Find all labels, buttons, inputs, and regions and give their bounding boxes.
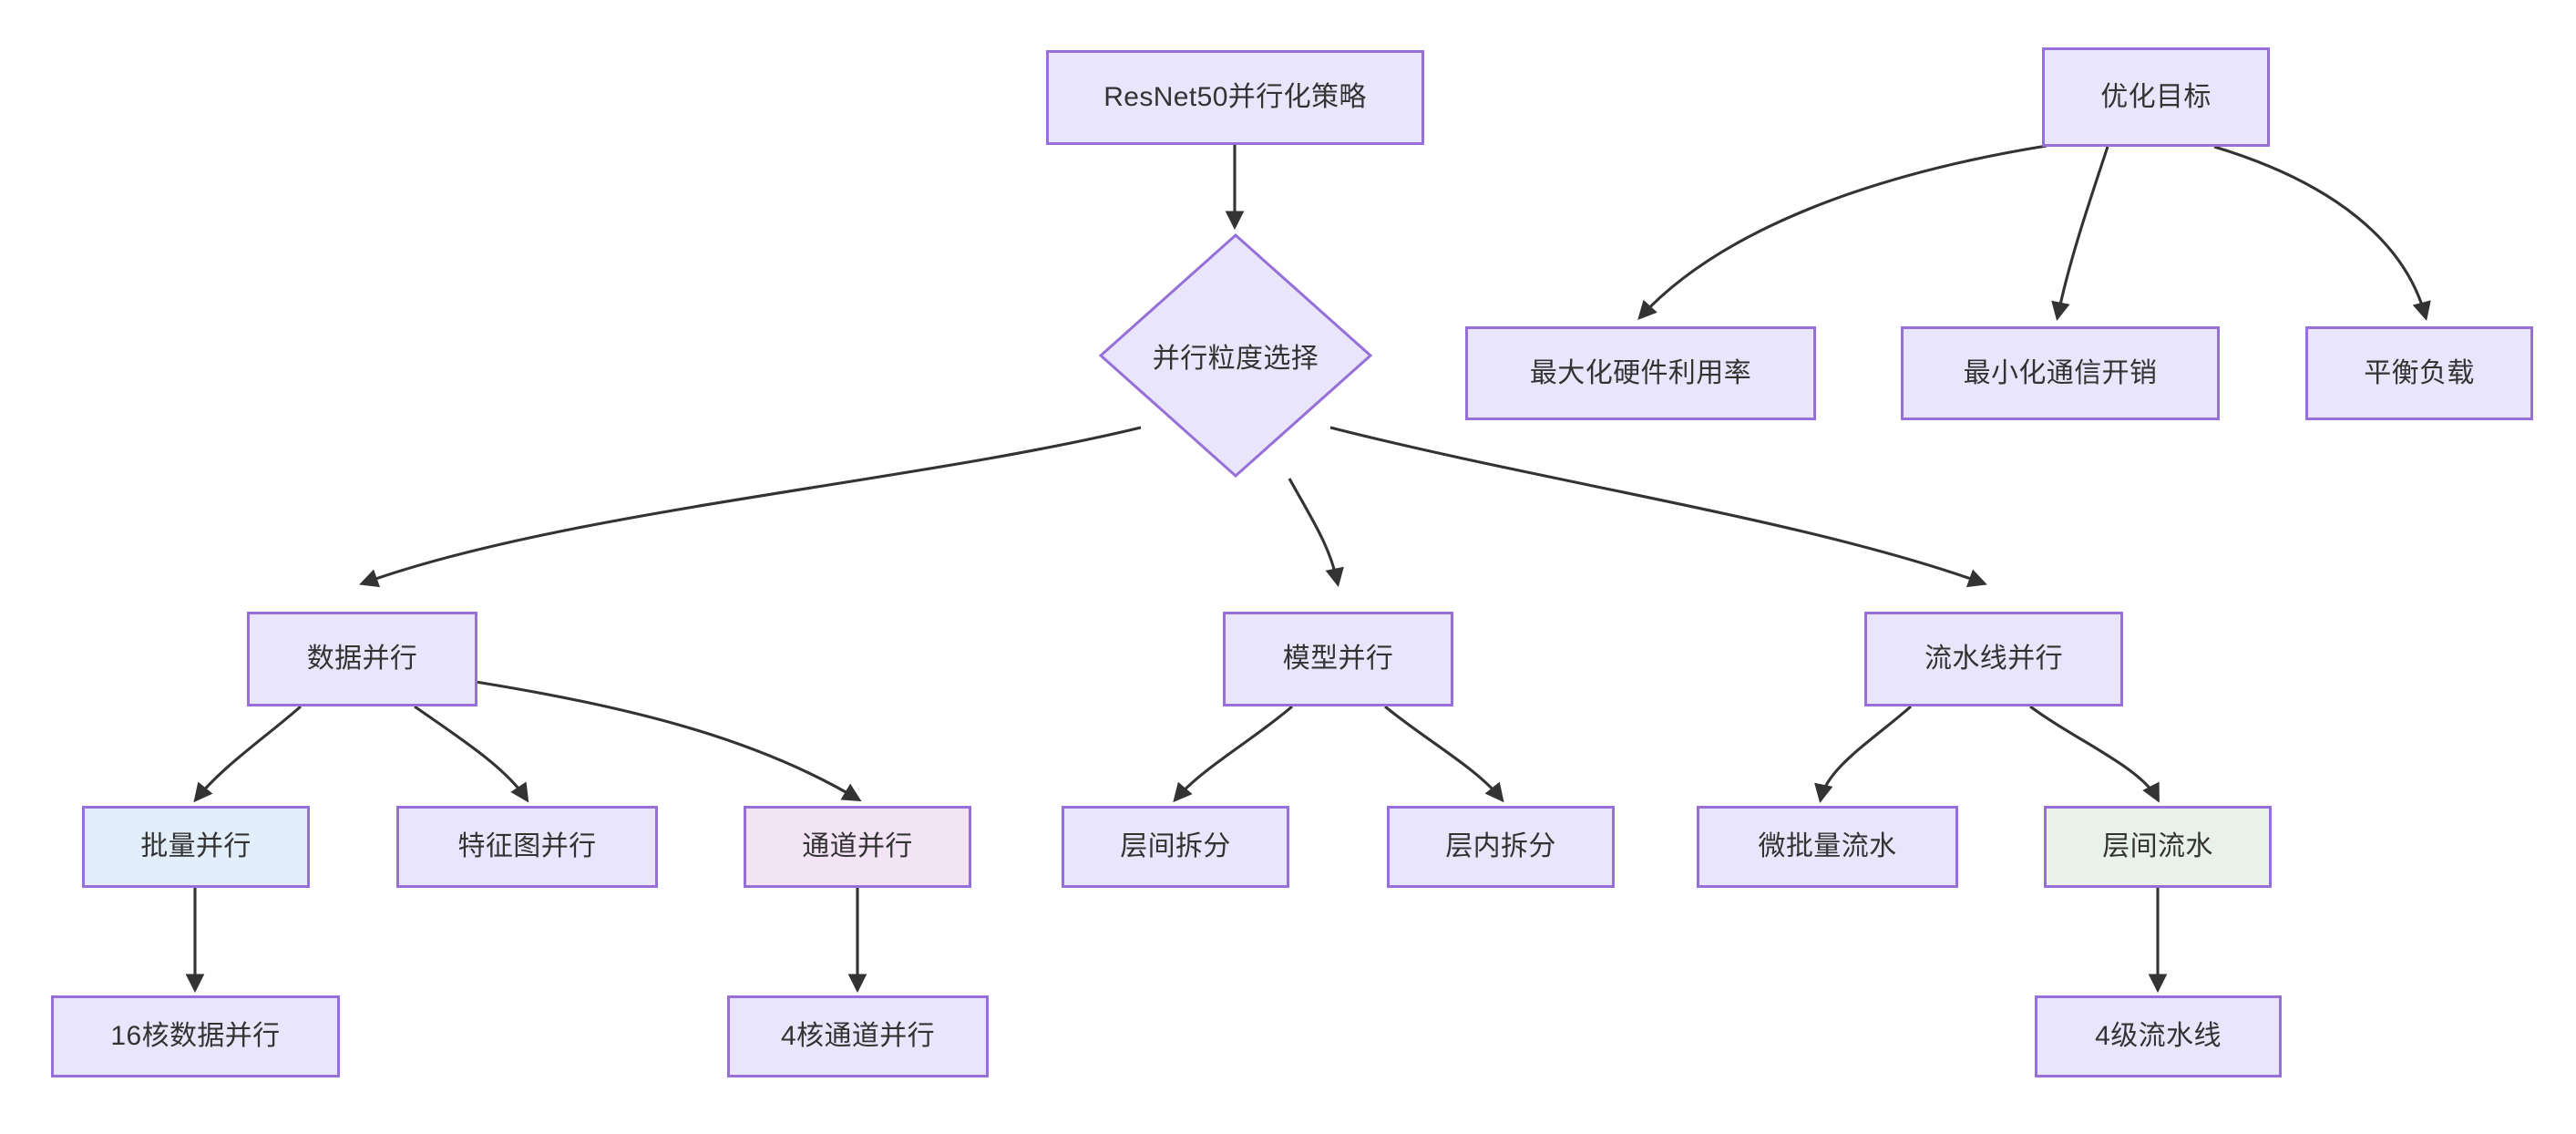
node-inter-split[interactable]: 层间拆分 (1062, 806, 1289, 888)
edge-data-par-to-fmap-par (414, 705, 529, 803)
node-data-par[interactable]: 数据并行 (247, 612, 477, 706)
edge-granularity-to-model-par (1288, 478, 1344, 588)
node-chan-par-label: 通道并行 (802, 831, 913, 862)
node-leaf-16core-label: 16核数据并行 (110, 1021, 281, 1052)
node-batch-par-label: 批量并行 (140, 831, 251, 862)
node-leaf-16core[interactable]: 16核数据并行 (51, 995, 340, 1077)
node-goal-hw-label: 最大化硬件利用率 (1529, 357, 1752, 388)
node-model-par-label: 模型并行 (1282, 644, 1394, 675)
node-inter-split-label: 层间拆分 (1120, 831, 1231, 862)
node-leaf-4chan-label: 4核通道并行 (780, 1021, 936, 1052)
node-leaf-4chan[interactable]: 4核通道并行 (727, 995, 989, 1077)
node-model-par[interactable]: 模型并行 (1223, 612, 1453, 706)
edge-granularity-to-data-par (359, 426, 1142, 588)
node-root[interactable]: ResNet50并行化策略 (1046, 50, 1424, 145)
edge-granularity-to-pipe-par (1329, 426, 1987, 588)
edge-model-par-to-intra-split (1384, 705, 1504, 803)
edge-data-par-to-chan-par (475, 680, 862, 802)
node-micro-pipe[interactable]: 微批量流水 (1697, 806, 1958, 888)
node-goal-load-label: 平衡负载 (2364, 357, 2475, 388)
node-granularity-label: 并行粒度选择 (1152, 344, 1319, 374)
node-goal-hw[interactable]: 最大化硬件利用率 (1465, 326, 1816, 420)
node-leaf-4stage-label: 4级流水线 (2095, 1021, 2222, 1052)
node-pipe-par-label: 流水线并行 (1924, 644, 2063, 675)
node-goal-load[interactable]: 平衡负载 (2305, 326, 2533, 420)
edge-pipe-par-to-micro-pipe (1814, 705, 1913, 804)
node-micro-pipe-label: 微批量流水 (1758, 831, 1897, 862)
node-fmap-par[interactable]: 特征图并行 (396, 806, 658, 888)
node-inter-pipe[interactable]: 层间流水 (2044, 806, 2272, 888)
edge-model-par-to-inter-split (1173, 705, 1294, 803)
node-data-par-label: 数据并行 (306, 644, 418, 675)
node-leaf-4stage[interactable]: 4级流水线 (2035, 995, 2282, 1077)
edge-goals-to-goal-load (2213, 145, 2431, 321)
node-granularity[interactable]: 并行粒度选择 (1098, 232, 1373, 479)
edge-goals-to-goal-hw (1637, 144, 2047, 321)
edge-goals-to-goal-comm (2051, 146, 2109, 322)
node-goal-comm[interactable]: 最小化通信开销 (1901, 326, 2220, 420)
node-intra-split[interactable]: 层内拆分 (1387, 806, 1615, 888)
node-chan-par[interactable]: 通道并行 (744, 806, 971, 888)
node-goals[interactable]: 优化目标 (2042, 47, 2270, 147)
edge-data-par-to-batch-par (193, 705, 303, 803)
node-root-label: ResNet50并行化策略 (1103, 82, 1367, 113)
node-intra-split-label: 层内拆分 (1445, 831, 1556, 862)
node-pipe-par[interactable]: 流水线并行 (1864, 612, 2123, 706)
node-goal-comm-label: 最小化通信开销 (1963, 357, 2158, 388)
node-fmap-par-label: 特征图并行 (457, 831, 597, 862)
diamond-shape (1098, 232, 1373, 479)
node-batch-par[interactable]: 批量并行 (82, 806, 310, 888)
edge-pipe-par-to-inter-pipe (2029, 705, 2160, 803)
node-goals-label: 优化目标 (2100, 81, 2212, 112)
node-inter-pipe-label: 层间流水 (2102, 831, 2213, 862)
